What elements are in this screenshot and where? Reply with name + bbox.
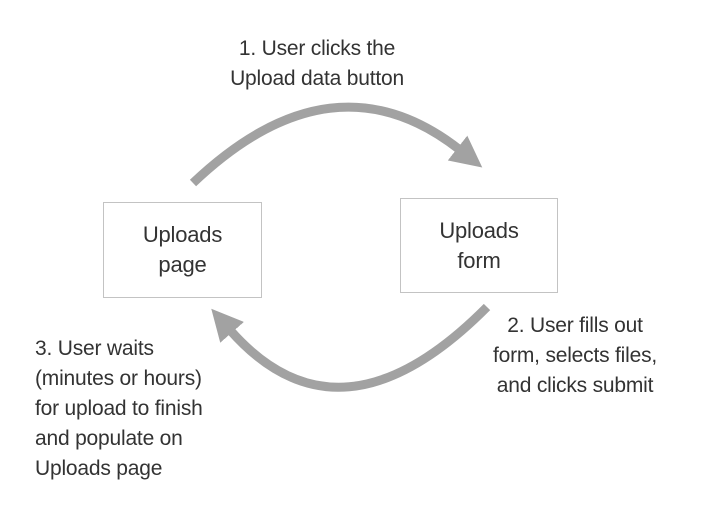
step-3-line-5: Uploads page: [35, 457, 163, 480]
node-uploads-page-line-2: page: [158, 252, 207, 277]
step-3-line-2: (minutes or hours): [35, 367, 202, 390]
step-3-line-4: and populate on: [35, 427, 183, 450]
node-uploads-page-line-1: Uploads: [142, 222, 223, 247]
node-uploads-form: Uploads form: [400, 198, 558, 293]
step-2-line-1: 2. User fills out: [507, 314, 643, 337]
step-1-line-1: 1. User clicks the: [238, 37, 396, 60]
curved-arrow-page-to-form: [189, 102, 483, 187]
node-uploads-page: Uploads page: [103, 202, 262, 298]
step-3-line-1: 3. User waits: [35, 337, 154, 360]
step-2-label: 2. User fills out form, selects files, a…: [459, 311, 691, 401]
step-3-label: 3. User waits (minutes or hours) for upl…: [35, 334, 265, 484]
step-1-line-2: Upload data button: [230, 67, 404, 90]
step-2-line-3: and clicks submit: [496, 374, 654, 397]
curved-arrow-form-to-page: [211, 303, 491, 392]
node-uploads-form-line-1: Uploads: [439, 217, 519, 243]
step-3-line-3: for upload to finish: [35, 397, 203, 420]
step-1-label: 1. User clicks the Upload data button: [217, 34, 417, 94]
step-2-line-2: form, selects files,: [492, 344, 658, 367]
node-uploads-form-line-2: form: [457, 247, 501, 273]
